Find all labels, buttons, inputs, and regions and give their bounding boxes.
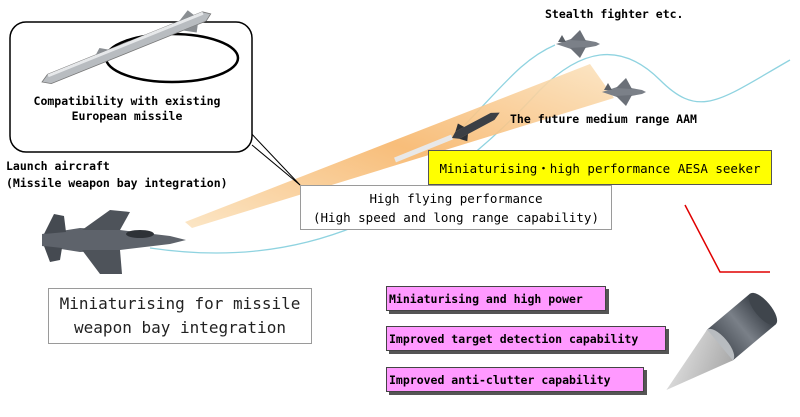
compatibility-line-1: Compatibility with existing — [33, 94, 221, 108]
stealth-fighter-icon — [556, 30, 600, 58]
trajectory-arc — [149, 53, 791, 254]
feature-box-3: Improved anti-clutter capability — [386, 367, 644, 392]
flight-beam — [185, 64, 614, 228]
seeker-head-icon — [666, 292, 778, 390]
compatibility-line-2: European missile — [71, 109, 183, 123]
stealth-fighter-icon-2 — [602, 78, 646, 106]
compatibility-callout — [9, 21, 253, 153]
flying-performance-box: High flying performance (High speed and … — [300, 185, 612, 230]
mini-line-2: weapon bay integration — [74, 318, 286, 337]
feature-box-2: Improved target detection capability — [386, 326, 666, 351]
launch-aircraft-label: Launch aircraft (Missile weapon bay inte… — [6, 158, 228, 192]
stealth-fighter-label: Stealth fighter etc. — [545, 7, 684, 21]
future-aam-icon — [452, 112, 500, 142]
flying-line-2: (High speed and long range capability) — [313, 210, 599, 225]
aesa-seeker-box: Miniaturising・high performance AESA seek… — [428, 150, 772, 185]
launch-line-1: Launch aircraft — [6, 159, 110, 173]
missile-trail — [394, 134, 453, 163]
compatibility-label: Compatibility with existing European mis… — [22, 94, 232, 124]
european-missile-icon — [41, 10, 212, 85]
flying-line-1: High flying performance — [369, 191, 543, 206]
launch-line-2: (Missile weapon bay integration) — [6, 176, 228, 190]
seeker-callout-outline — [684, 204, 770, 273]
feature-box-1: Miniaturising and high power — [386, 286, 606, 311]
mini-line-1: Miniaturising for missile — [59, 294, 301, 313]
launch-aircraft-icon — [42, 210, 186, 274]
callout-pointer — [251, 144, 301, 186]
future-aam-label: The future medium range AAM — [510, 112, 697, 126]
miniaturising-box: Miniaturising for missile weapon bay int… — [48, 288, 312, 344]
callout-pointer-2 — [247, 129, 301, 186]
